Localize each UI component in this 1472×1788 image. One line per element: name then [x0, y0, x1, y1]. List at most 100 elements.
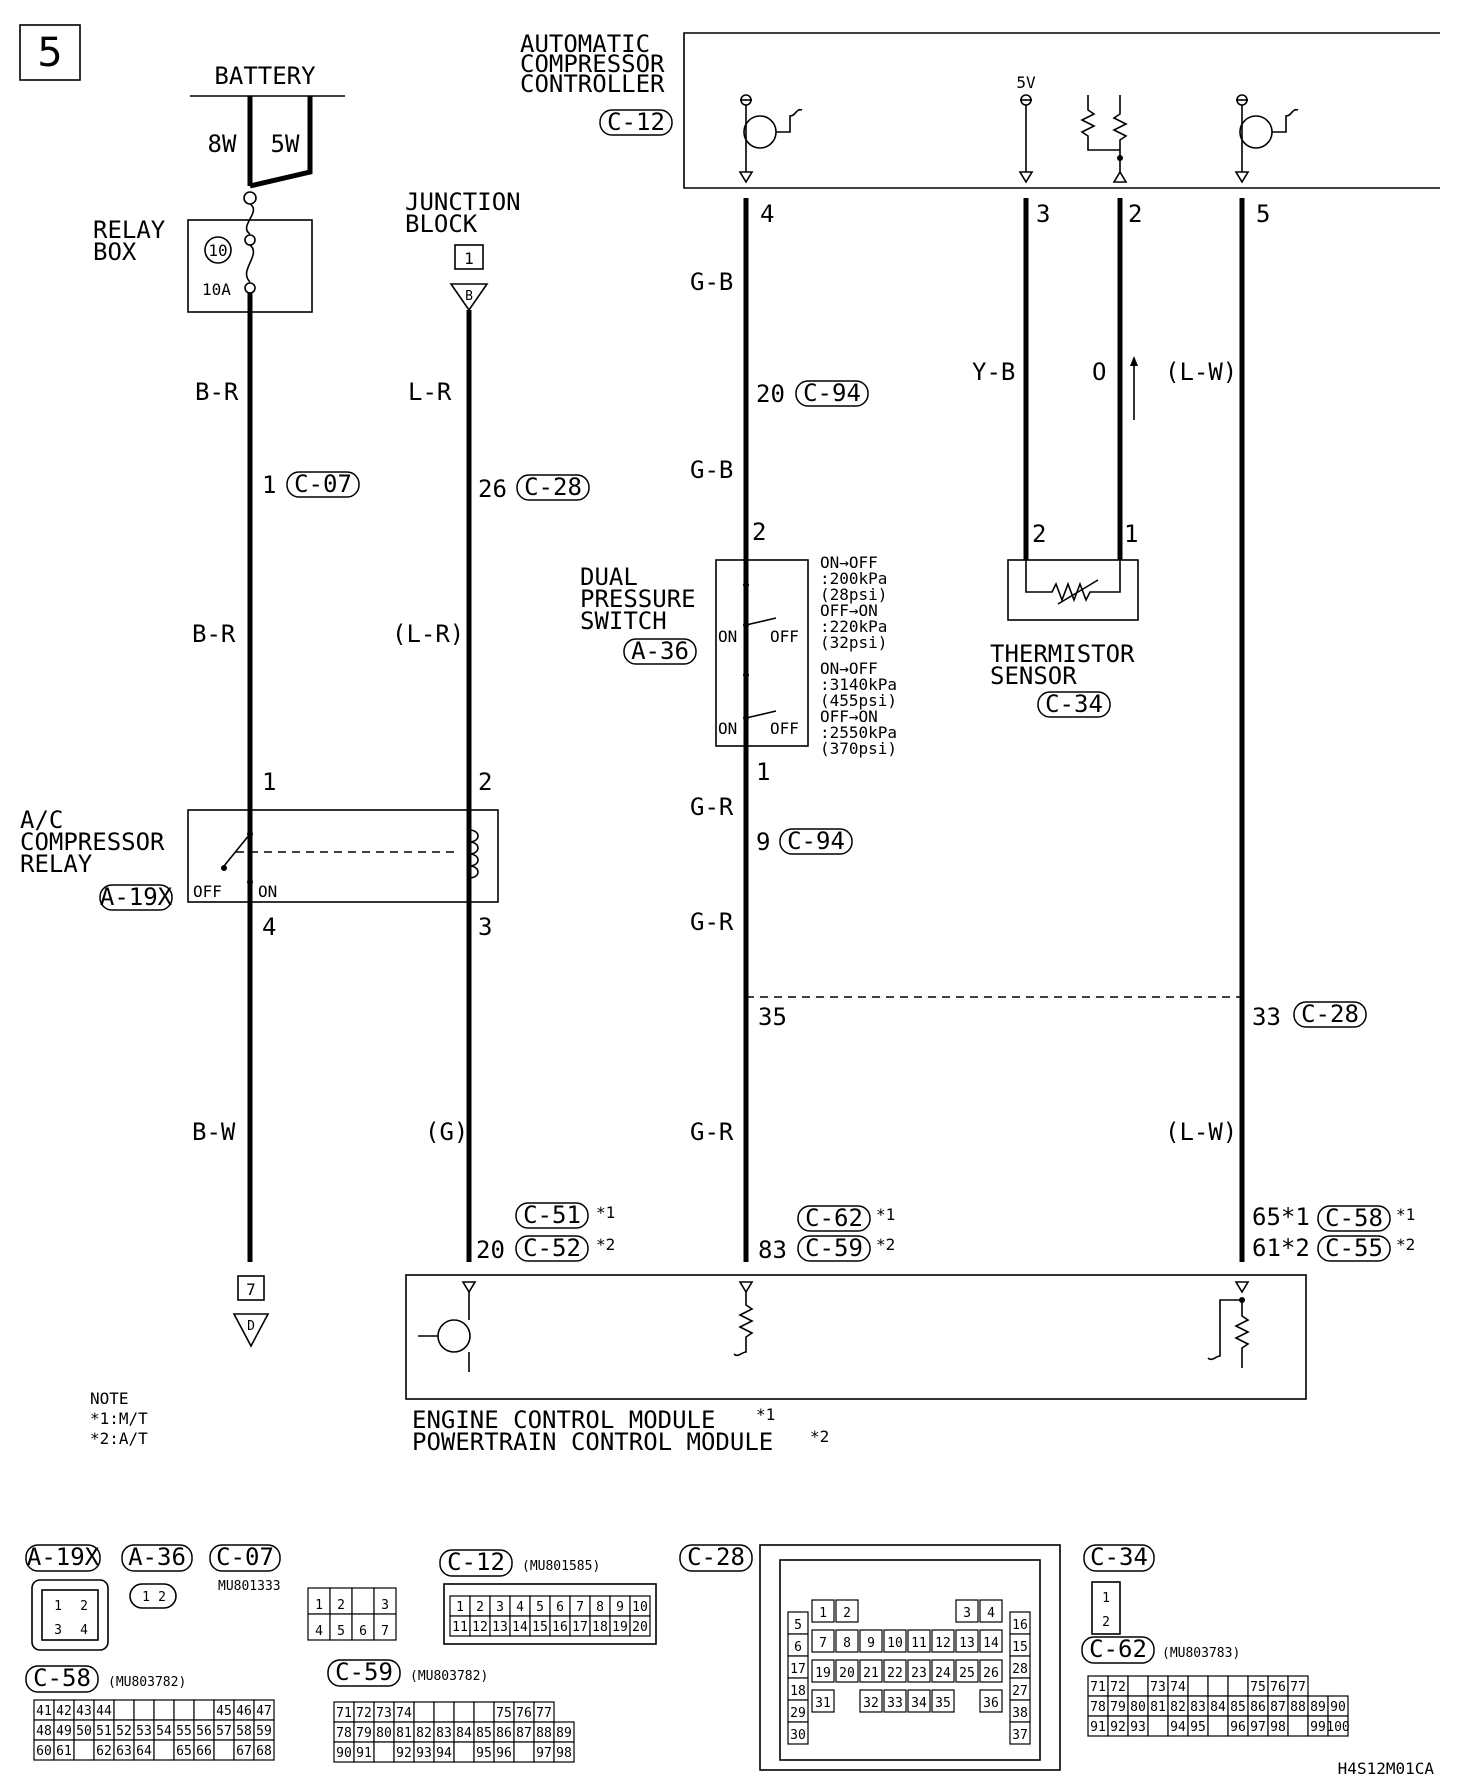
conn-c28-cell [859, 1629, 883, 1653]
relay-label-3: RELAY [20, 850, 93, 878]
conn-c28-cell [979, 1689, 1003, 1713]
tag-conn-c07 [209, 1544, 281, 1572]
wire-label-br-2: B-R [192, 620, 236, 648]
conn-c12-pin: 9 [616, 1600, 624, 1615]
switch-spec-7: :3140kPa [820, 675, 897, 694]
tag-c12 [599, 109, 673, 136]
conn-c07-pin: 1 [315, 1598, 323, 1613]
conn-c62-pin: 81 [1150, 1700, 1166, 1715]
ground-triangle [232, 1313, 270, 1348]
conn-c58-pin: 60 [36, 1744, 52, 1759]
ctrl-resistor-network [1080, 95, 1128, 151]
conn-c58-cell [213, 1739, 235, 1761]
pin-ecm-61: 61*2 [1252, 1234, 1310, 1262]
connector-a36: A-36 1 2 [121, 1543, 193, 1609]
conn-c59-pin: 80 [376, 1726, 392, 1741]
pin-switch-2: 2 [752, 518, 766, 546]
controller-label-2: COMPRESSOR [520, 50, 665, 78]
conn-c28-cell [835, 1629, 859, 1653]
relay-on-label: ON [258, 882, 277, 901]
conn-c62-pin: 84 [1210, 1700, 1226, 1715]
fuse-terminal-top [244, 234, 256, 246]
conn-c28-cell [955, 1659, 979, 1683]
conn-c12-part: (MU801585) [522, 1559, 600, 1574]
thermistor-label-2: SENSOR [990, 662, 1077, 690]
conn-c58-pin: 46 [236, 1704, 252, 1719]
connector-a19x: A-19X 1 2 3 4 [25, 1543, 109, 1651]
conn-c59-pin: 97 [536, 1746, 552, 1761]
conn-c58-pin: 41 [36, 1704, 52, 1719]
conn-c58-pin: 50 [76, 1724, 92, 1739]
tag-c62 [797, 1205, 871, 1232]
tag-c12-text: C-12 [607, 108, 665, 136]
conn-c12-cell [629, 1615, 651, 1637]
conn-c28-pin: 3 [963, 1606, 971, 1621]
conn-c07-pin: 3 [381, 1598, 389, 1613]
conn-c58-pin: 67 [236, 1744, 252, 1759]
ecm-transistor [437, 1319, 471, 1353]
note-line-1: *1:M/T [90, 1409, 148, 1428]
conn-c58-pin: 51 [96, 1724, 112, 1739]
pin-ctrl-4: 4 [760, 200, 774, 228]
conn-c12-pin: 5 [536, 1600, 544, 1615]
tag-conn-c12 [439, 1549, 513, 1577]
conn-c59-cell [553, 1741, 575, 1763]
conn-c59-pin: 90 [336, 1746, 352, 1761]
fusible-link-top [243, 191, 257, 205]
conn-c28-cell [907, 1689, 931, 1713]
conn-c28-cell [931, 1659, 955, 1683]
conn-a19x-body [31, 1579, 109, 1651]
conn-c28-pin: 22 [887, 1666, 903, 1681]
conn-c58-pin: 48 [36, 1724, 52, 1739]
switch-spec-9: OFF→ON [820, 707, 878, 726]
pin-c94-a: 20 [756, 380, 785, 408]
conn-c58-pin: 45 [216, 1704, 232, 1719]
switch-spec-4: :220kPa [820, 617, 887, 636]
pin-relay-3: 3 [478, 913, 492, 941]
conn-c12-pin: 7 [576, 1600, 584, 1615]
pin-relay-4: 4 [262, 913, 276, 941]
wire-label-lw-paren: (L-W) [1165, 358, 1237, 386]
conn-c07-pin: 5 [337, 1624, 345, 1639]
conn-c62-pin: 85 [1230, 1700, 1246, 1715]
conn-c28-cell [811, 1599, 835, 1623]
conn-c12-pin: 16 [552, 1620, 568, 1635]
conn-c62-pin: 72 [1110, 1680, 1126, 1695]
conn-c28-cell [859, 1659, 883, 1683]
switch-spec-3: OFF→ON [820, 601, 878, 620]
diagram-code: H4S12M01CA [1338, 1759, 1435, 1778]
switch-spec-6: ON→OFF [820, 659, 878, 678]
conn-c12-pin: 8 [596, 1600, 604, 1615]
conn-c58-pin: 59 [256, 1724, 272, 1739]
conn-c59-pin: 74 [396, 1706, 412, 1721]
tag-c58-text: C-58 [1325, 1204, 1383, 1232]
relay-label-1: A/C [20, 806, 63, 834]
conn-c59-pin: 91 [356, 1746, 372, 1761]
tag-c94-b [779, 828, 853, 855]
conn-c62-pin: 86 [1250, 1700, 1266, 1715]
conn-c07-label: C-07 [216, 1543, 274, 1571]
conn-c58-pin: 49 [56, 1724, 72, 1739]
ecm-star2: *2 [810, 1427, 829, 1446]
conn-c58-pin: 58 [236, 1724, 252, 1739]
controller-label-3: CONTROLLER [520, 70, 665, 98]
conn-c28-pin: 25 [959, 1666, 975, 1681]
switch-label-1: DUAL [580, 563, 638, 591]
conn-c12-pin: 1 [456, 1600, 464, 1615]
tag-conn-c59 [327, 1659, 401, 1687]
tag-c55 [1317, 1235, 1391, 1262]
wire-label-g: (G) [425, 1118, 468, 1146]
conn-c28-pin: 32 [863, 1696, 879, 1711]
conn-c28-cell [955, 1629, 979, 1653]
ac-compressor-relay [187, 809, 499, 903]
wire-label-lr-paren: (L-R) [392, 620, 464, 648]
conn-c28-pin: 20 [839, 1666, 855, 1681]
conn-c62-pin: 96 [1230, 1720, 1246, 1735]
pin-relay-2: 2 [478, 768, 492, 796]
conn-c59-part: (MU803782) [410, 1669, 488, 1684]
tag-c94-a-text: C-94 [803, 379, 861, 407]
